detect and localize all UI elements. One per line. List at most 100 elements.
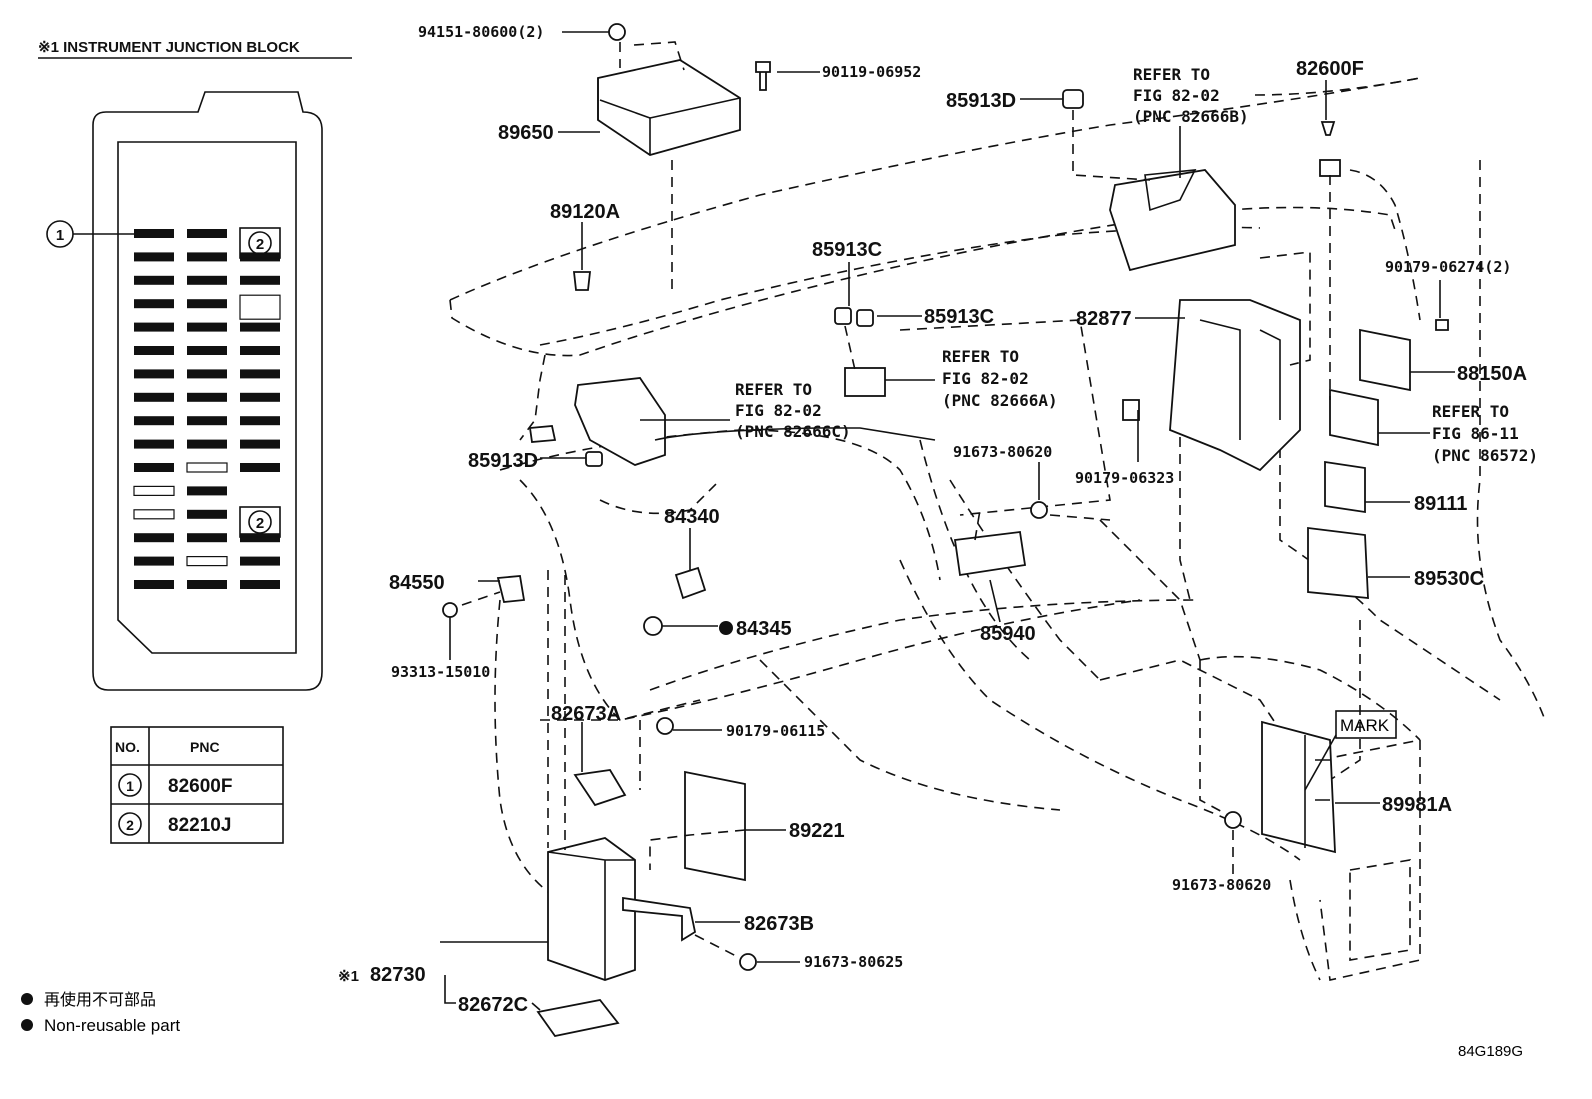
switch-84550 [496,575,526,603]
callout-1-label: 1 [56,227,64,244]
fuse-slot [186,462,228,473]
part-drawings [442,23,1449,1038]
nut-94151 [608,23,626,41]
fuse-slot [240,439,280,449]
fuse-slot [187,392,227,402]
clip-85913c-b [856,309,874,327]
bracket-82673a [573,769,627,807]
fuse-slot [187,439,227,449]
pnc-row-2-pnc: 82210J [168,815,231,836]
fuse-slot [240,322,280,332]
label-90119-06952: 90119-06952 [822,63,921,81]
pnc-table-header-no: NO. [115,739,140,755]
pnc-row-1-no: 1 [126,778,134,794]
fuse-slot [134,416,174,426]
fuse-slot [187,509,227,519]
clip-85913d-left-b [528,425,557,443]
fuse-slot [187,322,227,332]
label-82673a: 82673A [551,703,621,725]
fuse-slot [187,299,227,309]
label-85940: 85940 [980,623,1036,645]
label-85913c-a: 85913C [812,239,882,261]
fuse-slot [187,486,227,496]
label-84345: 84345 [736,618,792,640]
refer-82666a: REFER TO FIG 82-02 (PNC 82666A) [942,347,1058,410]
clip-84345-mount [643,616,663,636]
refer-82666c: REFER TO FIG 82-02 (PNC 82666C) [735,380,851,441]
legend-bullet-2 [21,1019,33,1031]
relay-block-82666a [844,367,886,397]
refer-82666a-line1: REFER TO [942,347,1019,366]
bracket-82877 [1169,299,1301,472]
fuse-slot [240,369,280,379]
callout-2-label-b: 2 [256,515,264,532]
leader-lines [440,31,1455,1011]
label-91673-80620-b: 91673-80620 [1172,876,1271,894]
fuse-slot [134,346,174,355]
screw-91673-80620-b [1224,811,1242,829]
refer-82666b-line1: REFER TO [1133,65,1210,84]
label-88150a: 88150A [1457,363,1527,385]
label-94151-80600: 94151-80600(2) [418,23,544,41]
fuse-slot [134,252,174,262]
label-89981a: 89981A [1382,794,1452,816]
clip-85913c-a [834,307,852,325]
fuse-slot [187,252,227,262]
fuse-slot [240,463,280,472]
label-91673-80625: 91673-80625 [804,953,903,971]
fuse-slot [134,580,174,589]
pnc-row-1-pnc: 82600F [168,776,232,797]
junction-block-outline [92,91,323,691]
fuse-slot [134,275,174,285]
clip-90179-06274 [1435,319,1449,331]
non-reusable-marker-84345 [719,621,733,635]
module-89530c [1307,526,1369,599]
ecu-89221 [684,770,746,882]
sensor-89120a [572,271,592,291]
clip-85913d-top [1062,89,1084,109]
label-82730-prefix: ※1 [338,968,359,985]
fuse-slot [133,509,175,520]
legend-en: Non-reusable part [44,1016,180,1035]
refer-86572: REFER TO FIG 86-11 (PNC 86572) [1432,402,1538,465]
bracket-82666c [574,377,666,466]
screw-90119 [755,61,771,91]
module-89981a [1261,720,1336,854]
fuse-slot [187,580,227,589]
fuse-slot [134,299,174,309]
legend-bullet-1 [21,993,33,1005]
fuse-slot [133,485,175,496]
module-88150a [1359,328,1411,392]
fuse-slot [187,533,227,543]
fuse-slot [134,229,174,238]
refer-82666a-line3: (PNC 82666A) [942,391,1058,410]
pnc-row-2-no: 2 [126,817,134,833]
refer-82666c-line3: (PNC 82666C) [735,422,851,441]
fuse-slot [134,556,174,566]
label-82673b: 82673B [744,913,814,935]
fuse-slot [187,416,227,426]
switch-84340 [674,566,707,600]
nut-90179-06115 [656,717,674,735]
label-82730: 82730 [370,964,426,986]
refer-82666c-line2: FIG 82-02 [735,401,822,420]
refer-82666c-line1: REFER TO [735,380,812,399]
refer-82666b-line3: (PNC 82666B) [1133,107,1249,126]
fuse-slot [240,392,280,402]
fuse-slot [240,416,280,426]
fuse-slot [187,229,227,238]
fuse-slot [134,533,174,543]
part-labels: 94151-80600(2) 90119-06952 89650 89120A … [338,23,1527,1016]
label-90179-06323: 90179-06323 [1075,469,1174,487]
module-86572 [1329,388,1379,447]
fuse-slot [134,322,174,332]
legend-jp: 再使用不可部品 [44,990,156,1009]
junction-block-panel: ※1 INSTRUMENT JUNCTION BLOCK 1 2 2 [38,39,352,691]
label-93313-15010: 93313-15010 [391,663,490,681]
junction-block-82730 [547,837,636,981]
relay-82600f [1320,121,1336,136]
clip-90179-06323 [1122,399,1140,421]
pnc-table-header-pnc: PNC [190,739,220,755]
fuse-slot [134,439,174,449]
screw-91673-80625 [739,953,757,971]
